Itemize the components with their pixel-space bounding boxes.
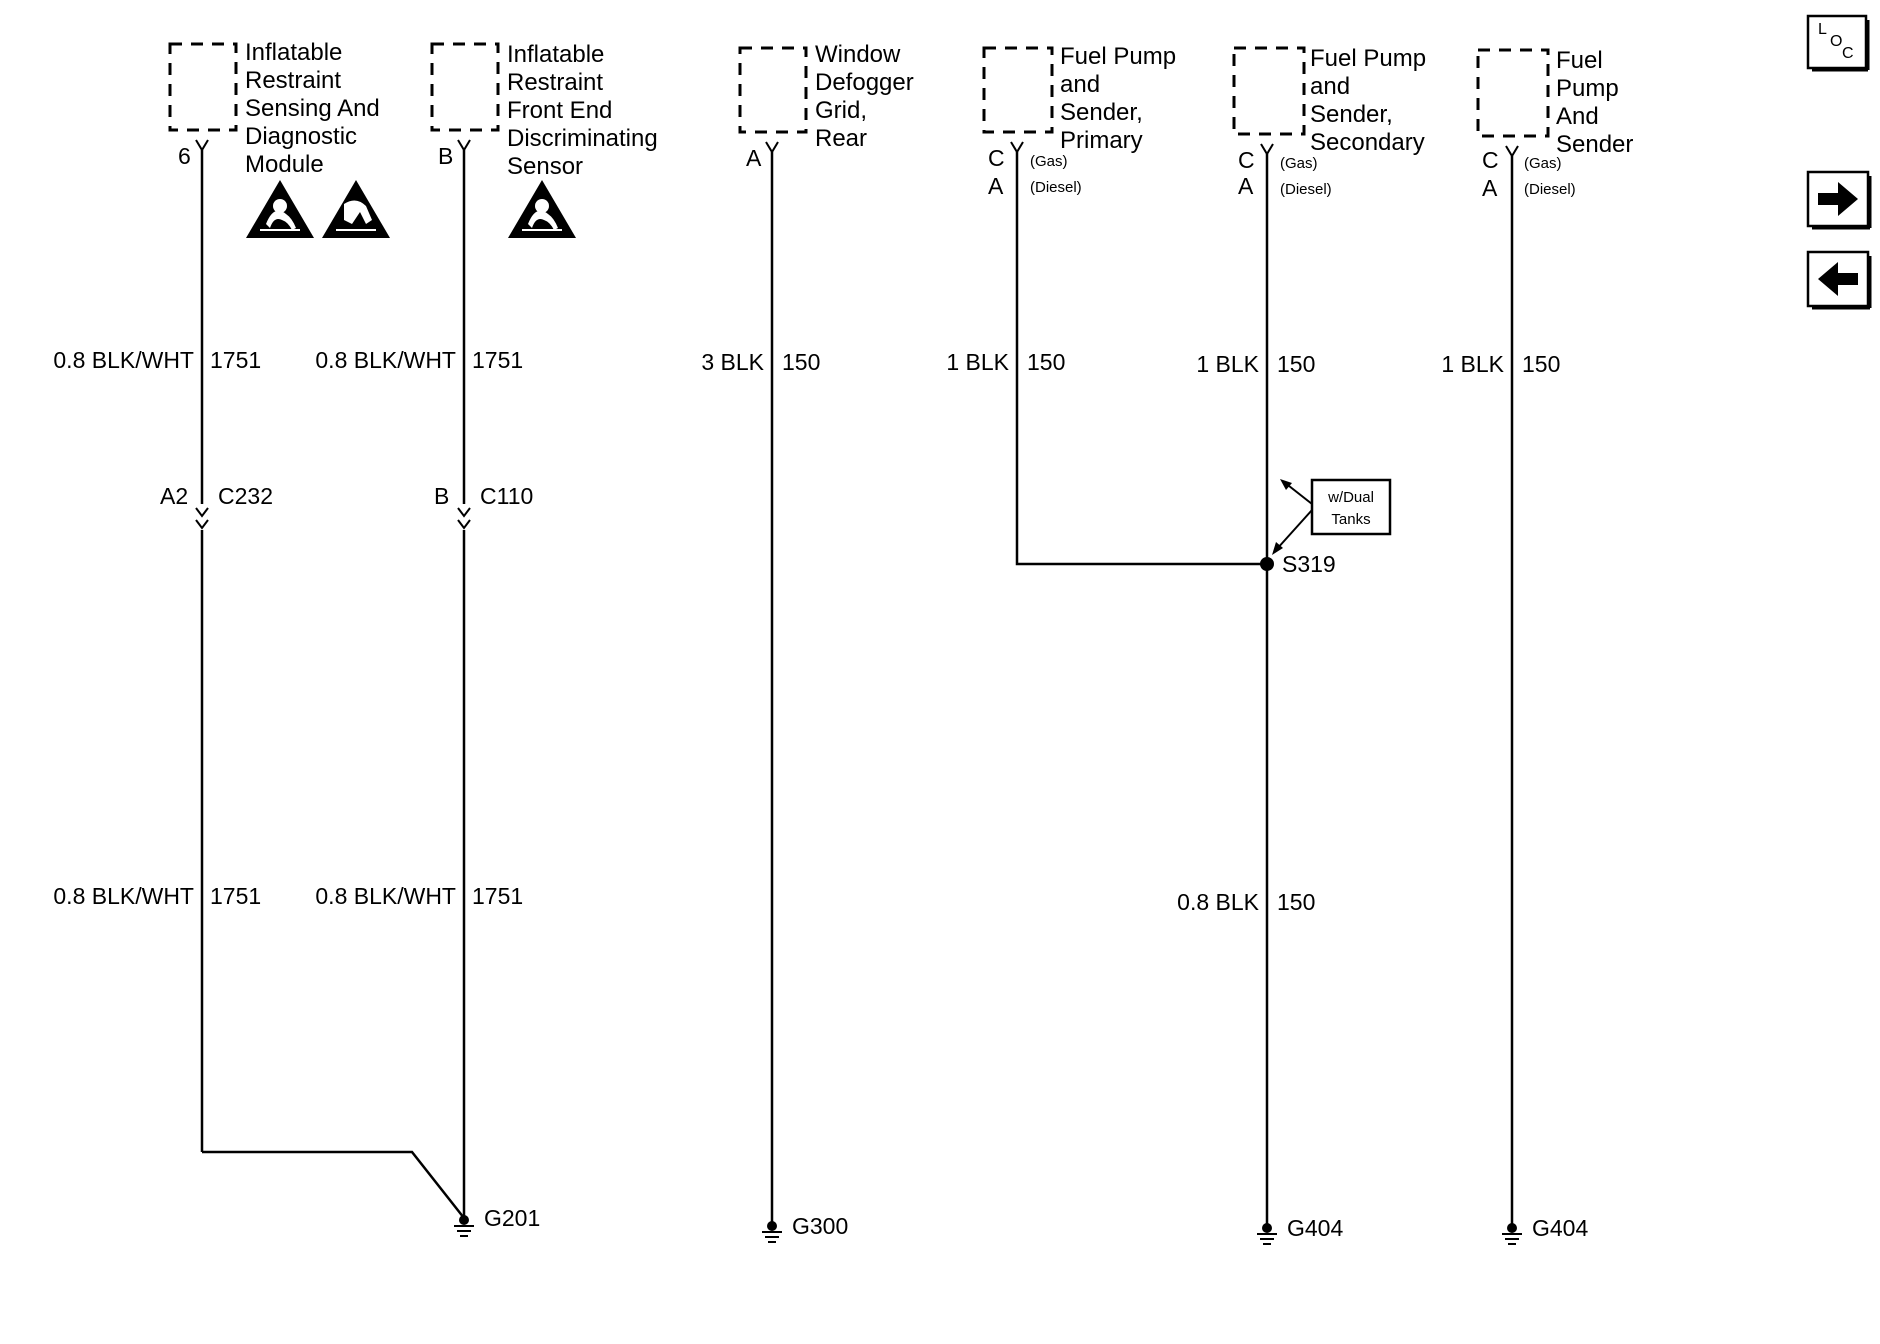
component-label: Pump [1556,75,1619,102]
wire-circuit-label: 150 [1522,351,1560,377]
component-box-fps: Fuel Pump And Sender [1476,47,1633,158]
component-label: Diagnostic [245,123,357,150]
pin-label: B [438,143,453,169]
component-box-fps-primary: Fuel Pump and Sender, Primary [982,43,1176,154]
ground-g201 [454,1215,474,1237]
component-label: Rear [815,125,867,152]
component-label: Restraint [507,69,603,96]
arrow-right-icon [1818,182,1858,216]
gas-note: (Gas) [1524,155,1562,172]
connector-label: C110 [480,483,533,509]
pin-label: C [1482,147,1499,173]
inline-connector-c232 [195,507,209,530]
component-box-irfeds: Inflatable Restraint Front End Discrimin… [430,41,658,180]
component-label: Restraint [245,67,341,94]
component-label: Module [245,151,324,178]
wire-size-label: 1 BLK [1441,351,1504,377]
component-label: Sender, [1060,99,1143,126]
loc-letter: C [1842,45,1854,62]
component-label: Sender, [1310,101,1393,128]
ground-label: G300 [792,1213,848,1239]
component-label: Front End [507,97,612,124]
gas-note: (Gas) [1280,155,1318,172]
pin-label: C [1238,147,1255,173]
wire-circuit-label: 1751 [472,883,523,909]
wire-circuit-label: 1751 [472,347,523,373]
wire-size-label: 0.8 BLK/WHT [315,883,456,909]
pin-label: A [1482,175,1498,201]
splice-note: w/Dual Tanks [1272,478,1392,555]
connector-pin-label: A2 [160,483,188,509]
component-label: Sensor [507,153,583,180]
ground-g300 [762,1221,782,1243]
component-box-irsdm: Inflatable Restraint Sensing And Diagnos… [168,39,380,178]
wires [200,150,1514,1228]
note-line: w/Dual [1327,489,1374,506]
pin-label: A [988,173,1004,199]
wire-size-label: 0.8 BLK/WHT [53,883,194,909]
wire-size-label: 0.8 BLK/WHT [53,347,194,373]
component-label: Sender [1556,131,1633,158]
component-label: Fuel Pump [1310,45,1426,72]
diesel-note: (Diesel) [1280,181,1332,198]
wire-circuit-label: 1751 [210,883,261,909]
wire-size-label: 1 BLK [946,349,1009,375]
component-label: Sensing And [245,95,380,122]
arrow-left-icon [1818,262,1858,296]
inline-connector-c110 [457,507,471,530]
ground-label: G404 [1532,1215,1588,1241]
connector-label: C232 [218,483,273,509]
component-box-defogger: Window Defogger Grid, Rear [738,41,914,152]
component-label: Fuel Pump [1060,43,1176,70]
component-box-fps-secondary: Fuel Pump and Sender, Secondary [1232,45,1426,156]
wire-circuit-label: 1751 [210,347,261,373]
loc-letter: O [1830,33,1842,50]
next-button[interactable] [1806,170,1872,230]
component-label: Defogger [815,69,914,96]
diesel-note: (Diesel) [1030,179,1082,196]
component-label: and [1060,71,1100,98]
wire-size-label: 0.8 BLK [1177,889,1259,915]
wire-size-label: 3 BLK [701,349,764,375]
component-label: Inflatable [245,39,342,66]
pin-label: 6 [178,143,191,169]
component-label: Fuel [1556,47,1603,74]
pin-label: A [746,145,762,171]
loc-letter: L [1818,21,1827,38]
connector-pin-label: B [434,483,449,509]
note-line: Tanks [1331,511,1370,528]
splice-label: S319 [1282,551,1336,577]
wire-circuit-label: 150 [782,349,820,375]
ground-label: G404 [1287,1215,1343,1241]
gas-note: (Gas) [1030,153,1068,170]
esd-warning-icon [321,179,391,239]
pin-label: A [1238,173,1254,199]
pin-label: C [988,145,1005,171]
component-label: and [1310,73,1350,100]
ground-g404b [1502,1223,1522,1245]
component-label: Secondary [1310,129,1425,156]
wire-size-label: 0.8 BLK/WHT [315,347,456,373]
loc-button[interactable]: L O C [1806,14,1870,72]
component-label: Grid, [815,97,867,124]
component-label: And [1556,103,1599,130]
splice-dot [1260,557,1274,571]
component-label: Window [815,41,901,68]
airbag-warning-icon [245,179,315,239]
wire-circuit-label: 150 [1277,351,1315,377]
prev-button[interactable] [1806,250,1872,310]
wire-circuit-label: 150 [1277,889,1315,915]
component-label: Inflatable [507,41,604,68]
ground-g404a [1257,1223,1277,1245]
component-label: Discriminating [507,125,658,152]
airbag-warning-icon [507,179,577,239]
wire-circuit-label: 150 [1027,349,1065,375]
diesel-note: (Diesel) [1524,181,1576,198]
ground-label: G201 [484,1205,540,1231]
wire-size-label: 1 BLK [1196,351,1259,377]
component-label: Primary [1060,127,1143,154]
